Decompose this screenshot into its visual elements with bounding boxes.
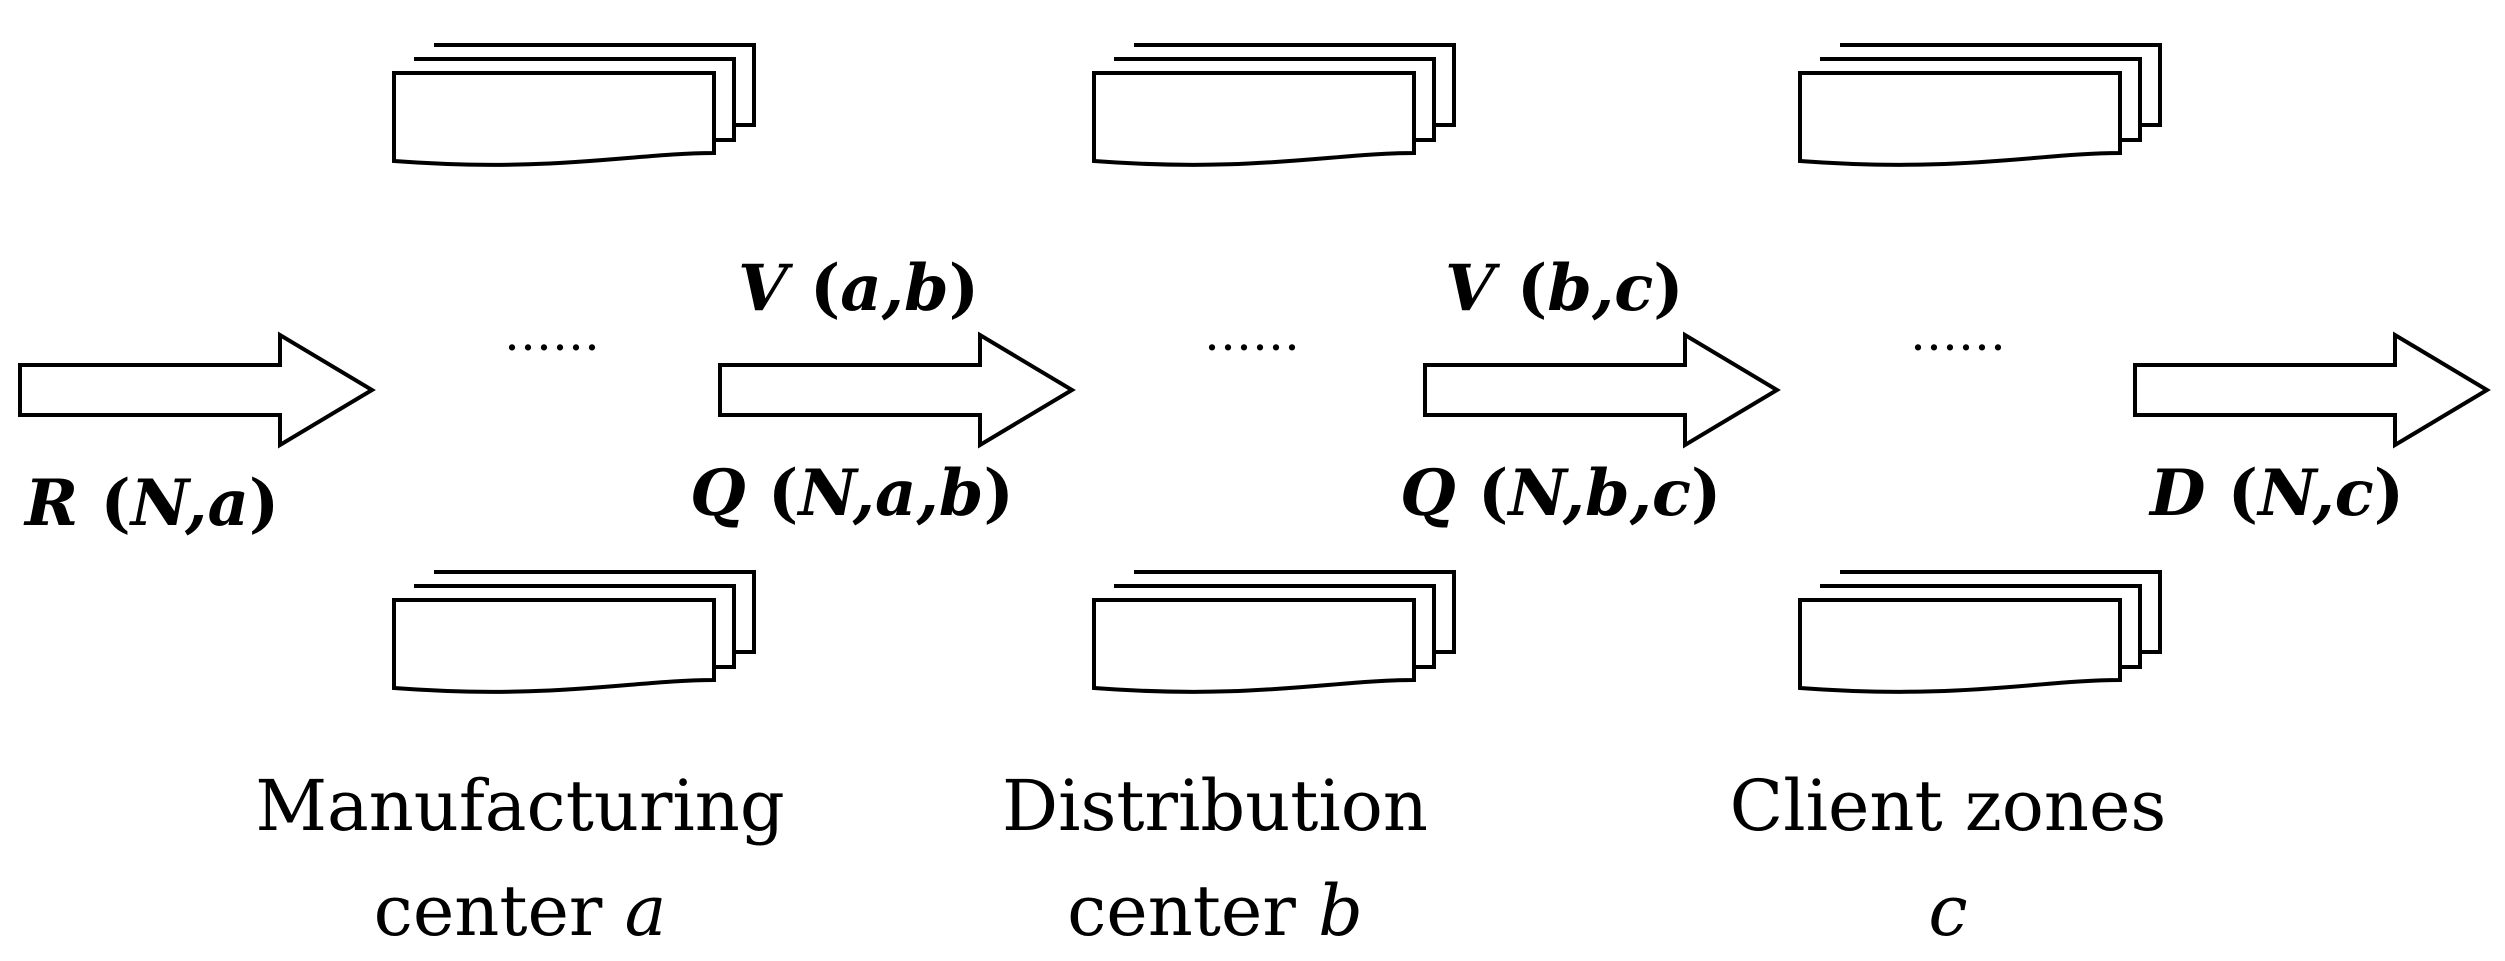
distribution-ellipsis: …… [1204, 306, 1300, 362]
distribution-subcaption: center b [1067, 870, 1363, 952]
client-ellipsis: …… [1910, 306, 2006, 362]
client-demand-arrow-icon [2133, 333, 2489, 447]
distribution-top-doc-icon [1092, 43, 1456, 167]
manufacturing-ellipsis: …… [504, 306, 600, 362]
distribution-to-client-arrow-icon [1423, 333, 1779, 447]
v-ab-label: V (a,b) [738, 251, 979, 326]
manufacturing-to-distribution-arrow-icon [718, 333, 1074, 447]
q-nbc-label: Q (N,b,c) [1400, 456, 1721, 531]
manufacturing-bottom-doc-icon [392, 570, 756, 694]
client-bottom-doc-icon [1798, 570, 2162, 694]
client-top-doc-icon [1798, 43, 2162, 167]
manufacturing-subcaption: center a [374, 870, 667, 952]
v-bc-label: V (b,c) [1445, 251, 1684, 326]
raw-flow-label: R (N,a) [23, 466, 279, 541]
distribution-bottom-doc-icon [1092, 570, 1456, 694]
manufacturing-caption: Manufacturing [255, 765, 784, 847]
distribution-caption: Distribution [1002, 765, 1428, 847]
q-nab-label: Q (N,a,b) [690, 456, 1014, 531]
raw-supply-arrow-icon [18, 333, 374, 447]
client-caption: Client zones [1730, 765, 2167, 847]
client-subcaption: c [1928, 870, 1967, 952]
demand-flow-label: D (N,c) [2148, 456, 2404, 531]
manufacturing-top-doc-icon [392, 43, 756, 167]
